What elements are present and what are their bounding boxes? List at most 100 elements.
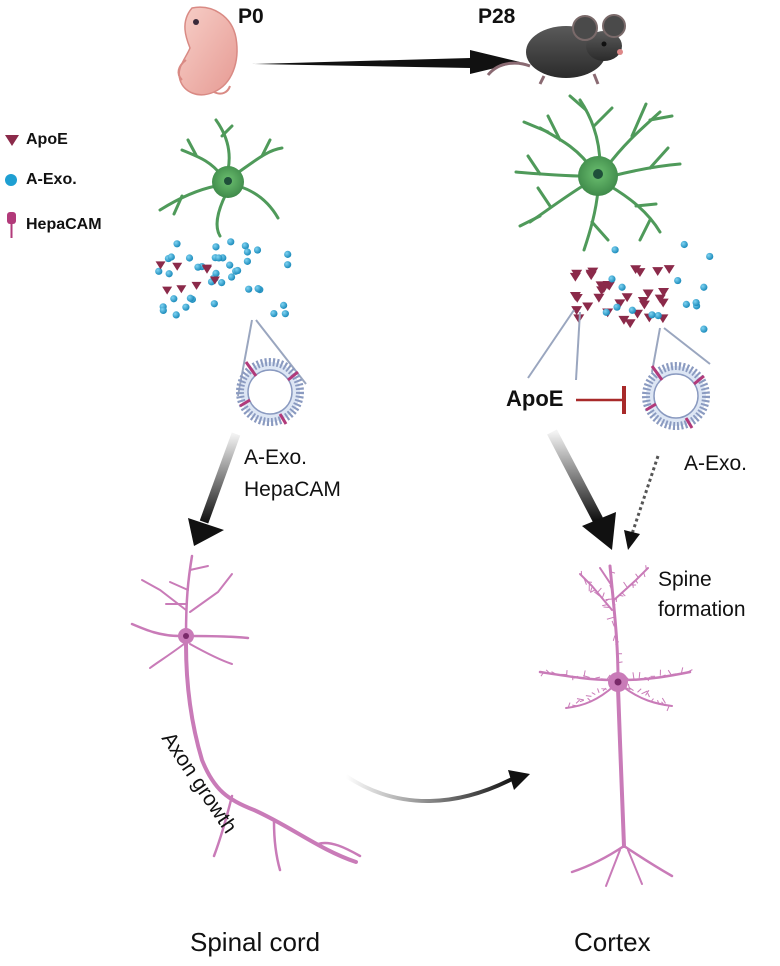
exosome-particle (281, 310, 289, 318)
age-label-p0: P0 (238, 5, 264, 28)
spine (601, 592, 605, 600)
right-exosome-icon (642, 362, 710, 430)
apoe-particle (162, 286, 173, 295)
left-exosome-icon (236, 358, 304, 426)
spine (643, 572, 646, 578)
exosome-particle (700, 325, 708, 333)
spine (661, 697, 666, 704)
spine (602, 604, 608, 607)
p0-secreted-factors (155, 238, 292, 319)
exosome-particle (243, 257, 252, 265)
spine (601, 688, 607, 690)
exosome-particle (182, 303, 190, 311)
spine (590, 589, 595, 593)
right-label-aexo: A-Exo. (684, 452, 748, 475)
spine (575, 699, 580, 704)
spine (657, 700, 660, 705)
apoe-particle (155, 261, 166, 270)
spine (640, 571, 645, 576)
spine (567, 702, 571, 708)
exosome-particle (674, 276, 682, 285)
formation-label: formation (658, 598, 746, 621)
spine (545, 669, 550, 674)
apoe-inhibition-icon (576, 386, 626, 414)
exosome-particle (654, 312, 662, 320)
apoe-particle (657, 298, 669, 308)
exosome-particle (226, 261, 234, 269)
spine (660, 674, 666, 678)
apoe-particle (658, 288, 670, 297)
spine (611, 620, 615, 627)
apoe-particle (571, 269, 583, 279)
spine (644, 677, 652, 680)
cortical-neuron (538, 564, 692, 887)
apoe-particle (638, 300, 650, 310)
spine (647, 676, 651, 682)
apoe-inhibitor-label: ApoE (506, 386, 564, 411)
p28-secreted-factors (569, 240, 714, 333)
age-label-p28: P28 (478, 5, 516, 28)
exosome-particle (241, 242, 249, 250)
exosome-particle (165, 270, 173, 278)
exosome-particle (270, 309, 278, 318)
exosome-particle (173, 240, 181, 248)
spine (591, 692, 596, 696)
apoe-particle (201, 265, 212, 274)
exosome-particle (185, 254, 194, 262)
spine (647, 692, 650, 698)
exosome-particle (618, 283, 626, 291)
spine (540, 672, 545, 677)
exosome-particle (243, 248, 252, 256)
region-label-spinal-cord: Spinal cord (190, 927, 321, 957)
spine (615, 641, 620, 646)
spine (645, 565, 647, 570)
legend-item-apoe: ApoE (4, 131, 68, 149)
apoe-particle (663, 265, 675, 274)
spine (637, 688, 642, 693)
spine (650, 698, 654, 703)
exosome-particle (253, 246, 262, 254)
apoe-particle (593, 293, 605, 303)
apoe-particle (598, 284, 610, 293)
apoe-particle (571, 306, 583, 315)
development-arrow (252, 50, 520, 74)
spine (645, 689, 650, 696)
exosome-particle (210, 300, 218, 308)
spinal-to-cortex-arrow (344, 770, 530, 803)
spine (641, 690, 648, 695)
exosome-particle (159, 306, 167, 314)
exosome-particle (170, 295, 178, 303)
spine (666, 704, 670, 712)
region-label-cortex: Cortex (574, 927, 651, 957)
p28-astrocyte-nucleus (593, 169, 603, 179)
spine (638, 672, 641, 679)
spine (586, 581, 593, 583)
exosome-particle (227, 273, 236, 281)
legend-label-exo: A-Exo. (26, 171, 77, 188)
exosome-particle (254, 285, 262, 293)
exosome-particle (602, 308, 610, 316)
spine (618, 594, 624, 597)
spine (686, 669, 693, 673)
apoe-particle (621, 293, 633, 303)
spine (624, 587, 629, 591)
right-dotted-arrow (624, 455, 660, 550)
spine (587, 697, 592, 702)
right-solid-arrow (547, 429, 616, 550)
apoe-particle (172, 262, 183, 271)
spine (635, 573, 639, 578)
apoe-particle (571, 293, 583, 303)
spine (610, 571, 616, 574)
spine (604, 598, 610, 603)
legend-item-hepacam: HepaCAM (4, 211, 102, 239)
exosome-particle (692, 298, 700, 307)
spine (616, 661, 623, 664)
spine (596, 587, 602, 594)
apoe-particle (642, 289, 654, 299)
spine (632, 672, 635, 679)
apoe-particle (624, 319, 636, 329)
spinal-neuron-nucleus (183, 633, 189, 639)
spine (606, 674, 611, 680)
legend-label-apoe: ApoE (26, 131, 68, 148)
